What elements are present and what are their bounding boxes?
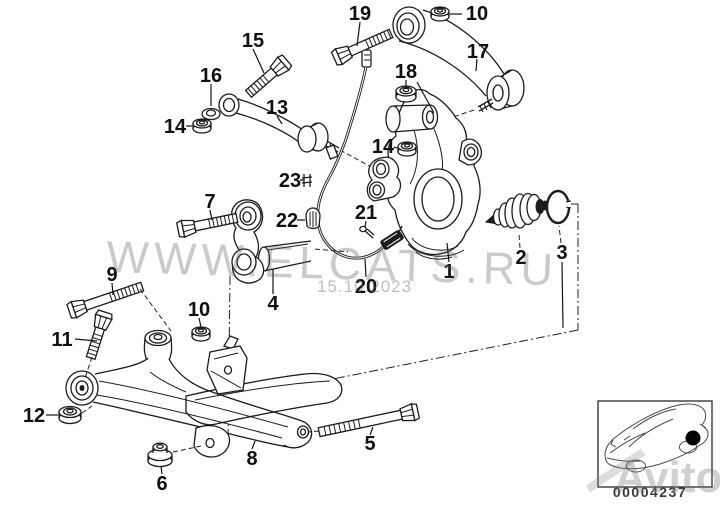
track-rod bbox=[218, 93, 340, 153]
bolt-7 bbox=[175, 212, 239, 239]
catalog-code: 00004237 bbox=[613, 484, 687, 500]
callout-17: 17 bbox=[467, 41, 489, 63]
callout-21: 21 bbox=[355, 202, 377, 224]
location-dot bbox=[685, 430, 701, 446]
washer-16 bbox=[201, 107, 221, 121]
callout-9: 9 bbox=[106, 264, 117, 286]
watermarks: WWW.ELCATS.RU 15.10.2023 Avito bbox=[106, 231, 720, 502]
bolt-15 bbox=[244, 54, 293, 99]
callout-5: 5 bbox=[364, 433, 375, 455]
callout-19: 19 bbox=[349, 3, 371, 25]
callout-22: 22 bbox=[276, 210, 298, 232]
callout-20: 20 bbox=[355, 276, 377, 298]
callout-10: 10 bbox=[188, 299, 210, 321]
callout-8: 8 bbox=[246, 448, 257, 470]
callout-14: 14 bbox=[372, 136, 395, 158]
bolt-19 bbox=[330, 28, 394, 66]
link-dash bbox=[314, 248, 349, 253]
nut-14-left bbox=[192, 118, 212, 134]
callout-3: 3 bbox=[556, 242, 567, 264]
bolt-11 bbox=[85, 309, 113, 361]
grommet-22 bbox=[305, 207, 321, 230]
screw-21 bbox=[359, 225, 375, 239]
callout-7: 7 bbox=[204, 191, 215, 213]
callout-6: 6 bbox=[156, 473, 167, 495]
callout-11: 11 bbox=[51, 329, 72, 351]
nut-10-upper bbox=[430, 6, 450, 22]
nut-10-lower bbox=[191, 326, 211, 342]
stud-to-knuckle-dash bbox=[449, 109, 475, 119]
brand-swoosh bbox=[585, 448, 646, 493]
snap-ring bbox=[545, 189, 572, 225]
bolt-5 bbox=[317, 402, 421, 438]
callout-2: 2 bbox=[515, 247, 526, 269]
rod-to-knuckle-dash bbox=[339, 149, 374, 169]
callout-13: 13 bbox=[266, 97, 288, 119]
car-locator-thumbnail: 00004237 bbox=[597, 400, 713, 500]
wheel-knuckle bbox=[366, 88, 483, 260]
upper-control-arm bbox=[392, 6, 525, 113]
leader-lines bbox=[46, 13, 564, 475]
nut-18 bbox=[395, 85, 417, 103]
nut-12 bbox=[58, 405, 82, 425]
ball-joint-boot bbox=[484, 192, 549, 229]
nut-14-right bbox=[397, 141, 417, 157]
abs-sensor-cable bbox=[316, 49, 404, 260]
callout-14: 14 bbox=[164, 116, 187, 138]
trailing-arm bbox=[65, 329, 343, 458]
date-watermark: 15.10.2023 bbox=[317, 277, 412, 296]
callout-15: 15 bbox=[242, 30, 264, 52]
brand-watermark: Avito bbox=[614, 453, 720, 502]
integral-link bbox=[230, 199, 312, 284]
callout-4: 4 bbox=[267, 293, 279, 315]
callout-18: 18 bbox=[395, 61, 417, 83]
callout-1: 1 bbox=[443, 261, 454, 283]
callout-23: 23 bbox=[279, 170, 301, 192]
callout-12: 12 bbox=[23, 405, 45, 427]
callout-10: 10 bbox=[466, 3, 488, 25]
nut-6 bbox=[147, 442, 173, 468]
callout-16: 16 bbox=[200, 65, 222, 87]
